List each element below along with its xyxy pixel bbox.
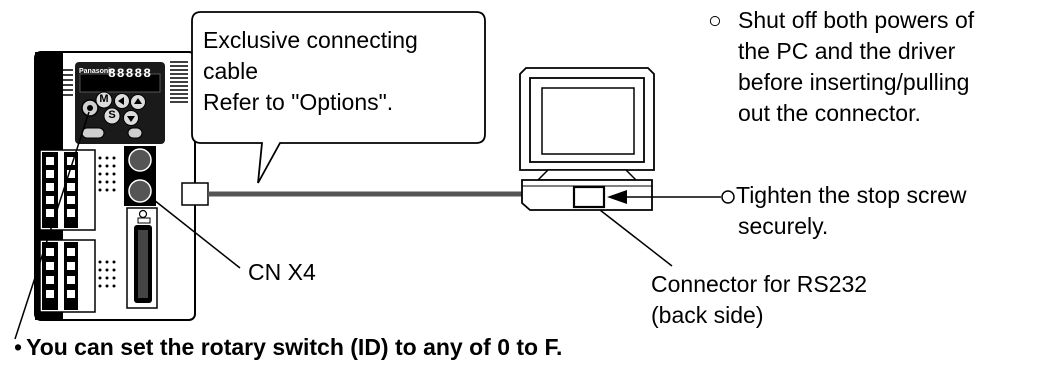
servo-driver [34,51,196,321]
note-stop-screw: Tighten the stop screw securely. [708,180,967,242]
note-power-off: ○ Shut off both powers of the PC and the … [708,5,974,129]
note-line: the PC and the driver [738,38,956,64]
seven-seg-display [79,73,161,93]
rs232-label: Connector for RS232 (back side) [651,269,867,331]
rs232-label-line2: (back side) [651,302,764,328]
driver-display-digits: 88888 [108,66,153,81]
cable-callout-text: Exclusive connecting cable Refer to "Opt… [203,25,418,118]
note-line: out the connector. [738,100,921,126]
cnx4-label: CN X4 [248,259,316,285]
rs232-label-line1: Connector for RS232 [651,271,868,297]
cable-plug [181,182,209,206]
connector-cnx4 [128,179,152,203]
left-fins [63,69,73,96]
connector-cnx3 [128,148,152,172]
callout-line: Exclusive connecting [203,27,418,53]
rotary-switch-note: •You can set the rotary switch (ID) to a… [14,332,562,363]
monitor-screen [541,87,635,155]
vent-dots [98,156,116,288]
note2-circle [721,190,735,204]
mode-key-label: M [99,93,109,105]
callout-line: Refer to "Options". [203,89,394,115]
rotary-switch-note-text: You can set the rotary switch (ID) to an… [26,334,563,360]
leader-lines [14,111,721,340]
right-fins [170,61,188,103]
terminal-block-upper [39,149,96,231]
callout-box [191,11,486,184]
terminal-block-lower [39,239,96,313]
personal-computer [519,67,655,211]
note-line: before inserting/pulling [738,69,970,95]
mode-key [95,91,113,109]
bullet-dot-icon: • [14,334,23,360]
set-key-label: S [108,109,116,121]
set-key [103,107,121,125]
connecting-cable [181,182,570,206]
callout-line: cable [203,58,258,84]
note-line: Tighten the stop screw [736,182,967,208]
note-line: Shut off both powers of [738,7,975,33]
circle-bullet-icon: ○ [708,7,722,33]
arrow-head [607,190,627,204]
note-line: securely. [738,213,829,239]
rs232-connector [572,185,606,209]
driver-brand: Panasonic [79,68,115,75]
